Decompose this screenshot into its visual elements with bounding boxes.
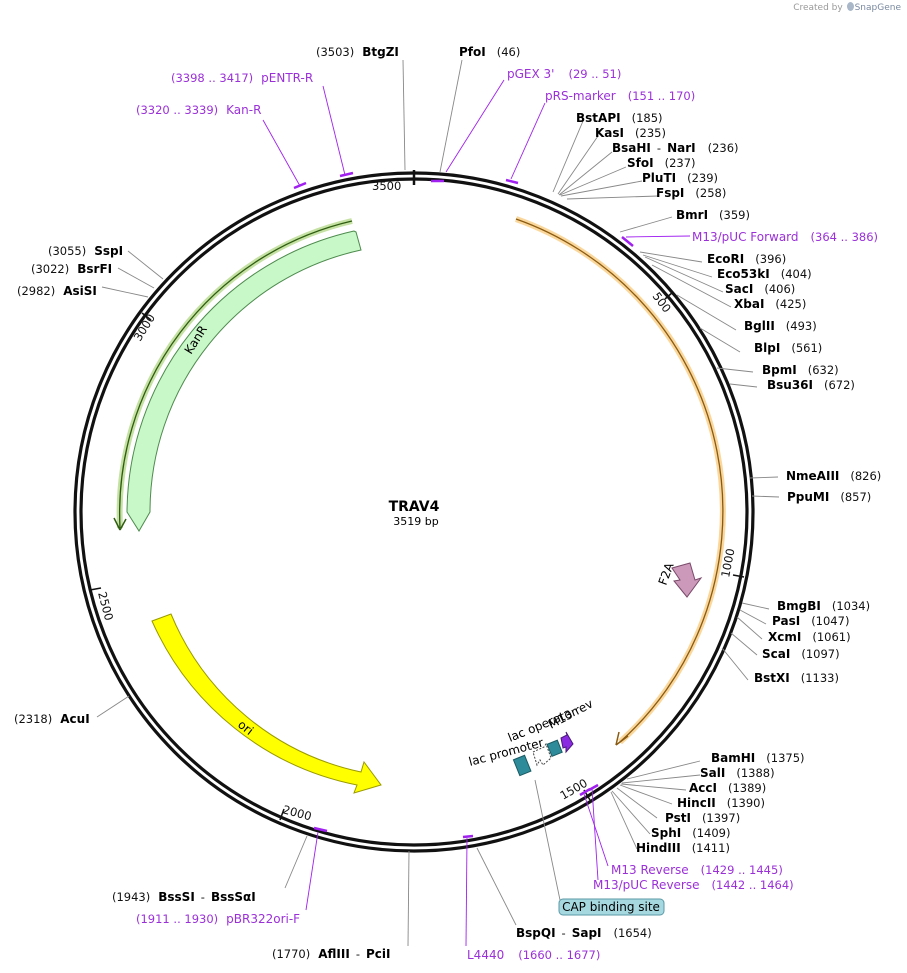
plasmid-name: TRAV4 — [389, 499, 440, 515]
enzyme-labels: (3503)BtgZI PfoI(46) BstAPI(185) KasI(23… — [14, 45, 881, 961]
primer-marks — [293, 171, 634, 839]
f2a-label: F2A — [656, 560, 677, 587]
green-feature-arrowhead — [113, 517, 127, 531]
primer-label: M13 Reverse(1429 .. 1445) — [611, 863, 783, 877]
tick-2000 — [279, 808, 285, 821]
enzyme-label: SalI(1388) — [700, 766, 775, 780]
enzyme-label: SfoI(237) — [627, 156, 696, 170]
enzyme-label: (2318)AcuI — [14, 712, 90, 726]
enzyme-label: EcoRI(396) — [707, 252, 786, 266]
tick-label-3500: 3500 — [372, 179, 401, 193]
enzyme-label: HincII(1390) — [677, 796, 765, 810]
enzyme-label: PfoI(46) — [459, 45, 520, 59]
tick-500 — [664, 291, 674, 300]
primer-mark-pentr-r — [339, 171, 354, 178]
enzyme-label: SacI(406) — [725, 282, 795, 296]
tick-3000 — [141, 312, 152, 321]
primer-label: (3320 .. 3339)Kan-R — [136, 103, 261, 117]
enzyme-label: BmgBI(1034) — [777, 599, 870, 613]
enzyme-label: PpuMI(857) — [787, 490, 871, 504]
enzyme-label: BspQI-SapI(1654) — [516, 926, 652, 940]
primer-mark-m13puc-rev — [588, 783, 599, 792]
credit-brand: SnapGene — [854, 3, 901, 13]
primer-mark-m13puc-fwd — [621, 236, 634, 247]
enzyme-label: (3055)SspI — [48, 244, 123, 258]
enzyme-label: BlpI(561) — [754, 341, 822, 355]
orange-feature-arc-glow — [514, 216, 726, 745]
primer-label: L4440(1660 .. 1677) — [467, 948, 600, 962]
tick-2500 — [89, 587, 102, 591]
enzyme-label: (3503)BtgZI — [316, 45, 399, 59]
enzyme-label: NmeAIII(826) — [786, 469, 881, 483]
enzyme-label: (3022)BsrFI — [31, 262, 112, 276]
kanr-feature-arrow — [126, 230, 362, 532]
cap-leader-line — [534, 779, 561, 901]
enzyme-label: ScaI(1097) — [762, 647, 840, 661]
enzyme-label: (2982)AsiSI — [17, 284, 97, 298]
enzyme-leader-lines — [96, 59, 780, 947]
enzyme-label: AccI(1389) — [689, 781, 766, 795]
enzyme-label: BstXI(1133) — [754, 671, 839, 685]
primer-mark-pbr322 — [313, 826, 328, 833]
tick-label-1000: 1000 — [718, 547, 737, 578]
enzyme-label: BmrI(359) — [676, 208, 750, 222]
primer-label: pGEX 3'(29 .. 51) — [507, 67, 621, 81]
green-feature-arc-glow — [116, 218, 353, 529]
enzyme-label: Eco53kI(404) — [717, 267, 812, 281]
plasmid-length: 3519 bp — [393, 515, 438, 528]
primer-label: pRS-marker(151 .. 170) — [545, 89, 695, 103]
enzyme-label: BamHI(1375) — [711, 751, 805, 765]
cap-binding-site-label: CAP binding site — [562, 900, 660, 914]
enzyme-label: Bsu36I(672) — [767, 378, 855, 392]
enzyme-label: BsaHI-NarI(236) — [612, 141, 739, 155]
enzyme-label: (1943)BssSI-BssSαI — [112, 890, 256, 904]
tick-label-3000: 3000 — [131, 311, 158, 343]
primer-leader-lines — [262, 79, 691, 947]
primer-mark-l4440 — [462, 834, 474, 839]
credit-prefix: Created by — [793, 3, 843, 13]
enzyme-label: XcmI(1061) — [768, 630, 851, 644]
primer-label: M13/pUC Forward(364 .. 386) — [692, 230, 878, 244]
green-feature-arc — [118, 220, 353, 529]
primer-label: (3398 .. 3417)pENTR-R — [171, 71, 313, 85]
enzyme-label: HindIII(1411) — [636, 841, 730, 855]
enzyme-label: XbaI(425) — [734, 297, 806, 311]
primer-label: (1911 .. 1930)pBR322ori-F — [136, 912, 300, 926]
enzyme-label: KasI(235) — [595, 126, 666, 140]
primer-mark-prs — [505, 178, 519, 185]
enzyme-label: BpmI(632) — [762, 363, 839, 377]
lac-promoter-box — [512, 754, 532, 777]
primer-labels: (3398 .. 3417)pENTR-R (3320 .. 3339)Kan-… — [136, 67, 878, 962]
orange-feature-arrowhead — [615, 731, 629, 746]
enzyme-label: BstAPI(185) — [576, 111, 663, 125]
enzyme-label: PluTI(239) — [642, 171, 718, 185]
snapgene-logo-icon — [846, 2, 854, 11]
m13-rev-arrow — [560, 731, 574, 754]
enzyme-label: (1770)AflIII-PciI — [272, 947, 390, 961]
enzyme-label: SphI(1409) — [651, 826, 731, 840]
m13-rev-box — [546, 739, 563, 758]
tick-1000 — [732, 574, 745, 578]
credit-line: Created by SnapGene — [793, 2, 901, 13]
cap-binding-site-box — [558, 898, 665, 916]
orange-feature-arc — [515, 218, 724, 743]
enzyme-label: FspI(258) — [656, 186, 726, 200]
enzyme-label: PstI(1397) — [665, 811, 740, 825]
f2a-feature-arrow — [671, 562, 703, 598]
lac-operator-arrow — [532, 742, 552, 767]
primer-label: M13/pUC Reverse(1442 .. 1464) — [593, 878, 794, 892]
enzyme-label: BglII(493) — [744, 319, 817, 333]
ori-feature-arrow — [151, 613, 382, 794]
enzyme-label: PasI(1047) — [772, 614, 849, 628]
primer-mark-m13-rev — [579, 787, 591, 797]
